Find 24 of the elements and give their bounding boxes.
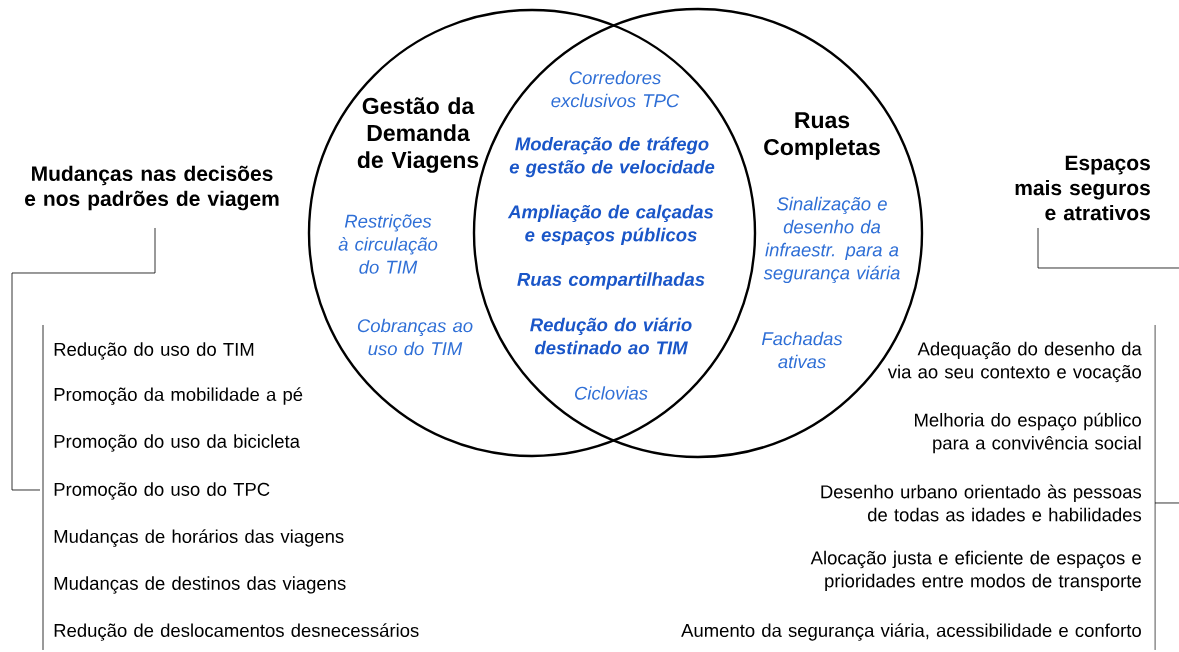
- circle-heading: Gestão da Demanda de Viagens: [357, 97, 479, 173]
- group-heading: Mudanças nas decisões e nos padrões de viagem: [25, 165, 279, 211]
- list-item: Adequação do desenho da via ao seu contexto e vocação: [887, 341, 1142, 383]
- circle-heading: Ruas Completas: [764, 112, 880, 160]
- list-item: Redução de deslocamentos desnecessários: [54, 623, 419, 641]
- list-item: Redução do uso do TIM: [54, 342, 254, 360]
- item-text: Corredores exclusivos TPC: [551, 70, 680, 108]
- item-text: Ciclovias: [575, 386, 648, 400]
- list-item: Mudanças de horários das viagens: [54, 529, 344, 547]
- group-heading: Espaços mais seguros e atrativos: [1015, 155, 1150, 221]
- list-item: Alocação justa e eficiente de espaços e prioridades entre modos de transporte: [810, 550, 1141, 592]
- item-text: Restrições à circulação do TIM: [338, 214, 438, 274]
- item-text: Fachadas ativas: [761, 331, 843, 369]
- item-text: Cobranças ao uso do TIM: [357, 318, 473, 356]
- list-item: Mudanças de destinos das viagens: [54, 576, 346, 594]
- item-text: Moderação de tráfego e gestão de velocidade: [509, 136, 715, 178]
- item-text: Redução do viário destinado ao TIM: [530, 317, 692, 355]
- item-text: Ampliação de calçadas e espaços públicos: [507, 204, 714, 246]
- list-item: Melhoria do espaço público para a convivência social: [915, 412, 1141, 454]
- list-item: Promoção do uso do TPC: [54, 482, 270, 500]
- list-item: Aumento da segurança viária, acessibilidade e conforto: [681, 623, 1141, 641]
- item-text: Ruas compartilhadas: [517, 272, 705, 290]
- list-item: Desenho urbano orientado às pessoas de todas as idades e habilidades: [821, 484, 1142, 522]
- item-text: Sinalização e desenho da infraestr. para a segurança viária: [763, 196, 900, 284]
